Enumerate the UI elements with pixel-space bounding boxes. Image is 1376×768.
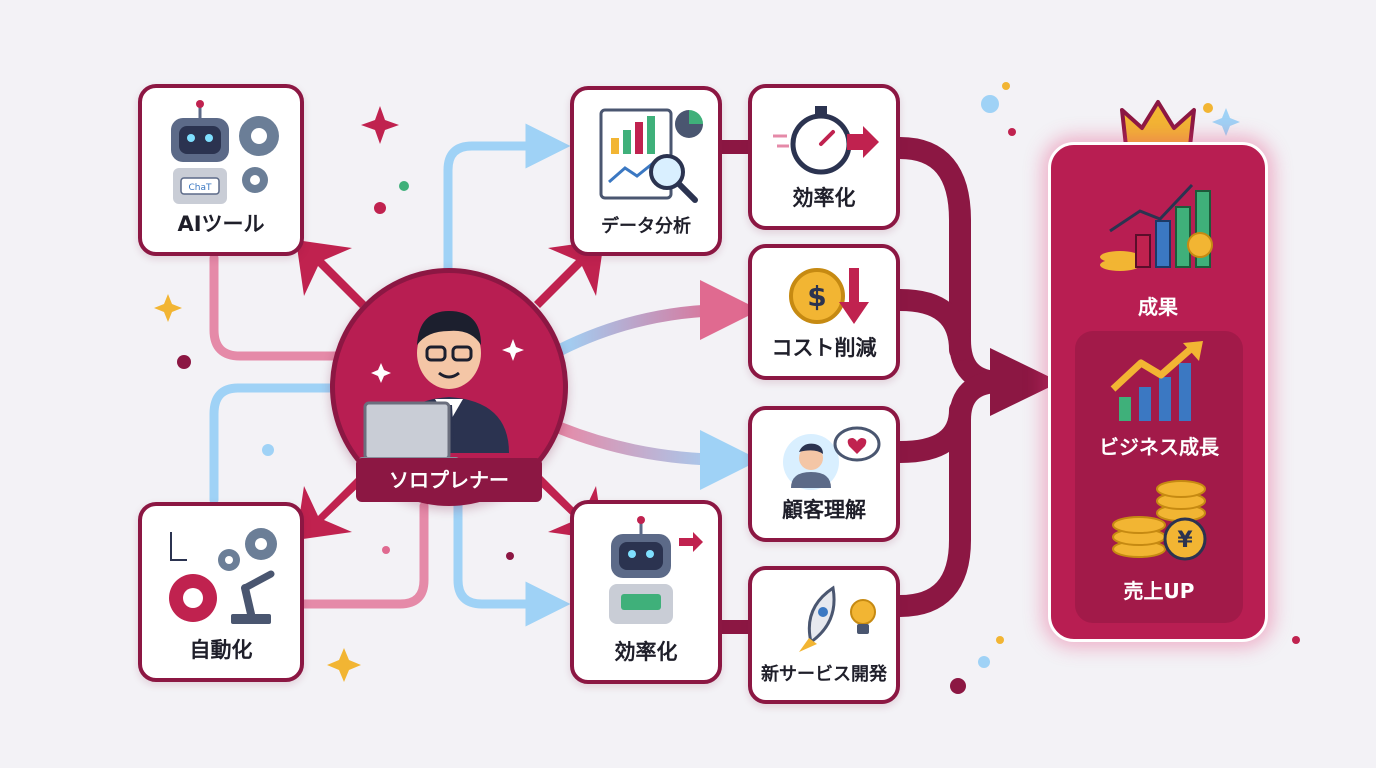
results-panel: 成果 ビジネス成長 ¥ 売上UP: [1048, 142, 1268, 642]
merge-lines: [889, 137, 1011, 617]
svg-text:$: $: [807, 280, 826, 313]
card-cost-reduction: $ コスト削減: [748, 244, 900, 380]
rocket-bulb-icon: [799, 585, 876, 652]
link-hub-cost: [554, 280, 760, 356]
merge-arrow: [990, 348, 1060, 416]
label-automation: 自動化: [189, 638, 253, 662]
link-ai-hub: [209, 253, 345, 361]
link-hub-data: [443, 123, 571, 335]
card-efficiency-stopwatch: 効率化: [748, 84, 900, 230]
card-customer-understanding: 顧客理解: [748, 406, 900, 542]
person-heart-icon: [783, 426, 881, 490]
robot-gear-icon: ChaT: [171, 100, 279, 204]
svg-text:¥: ¥: [1177, 528, 1193, 553]
label-data-analysis: データ分析: [601, 216, 691, 237]
label-cost-reduction: コスト削減: [771, 336, 877, 360]
label-efficiency-stopwatch: 効率化: [792, 186, 856, 210]
bar-chart-coins-icon: [1100, 183, 1213, 271]
card-automation: 自動化: [138, 502, 304, 682]
gear-robot-arm-icon: [169, 528, 277, 624]
results-inner: ビジネス成長 ¥ 売上UP: [1075, 331, 1243, 623]
robot-icon: [609, 516, 703, 624]
decorations: [154, 82, 1300, 694]
results-growth: ビジネス成長: [1099, 435, 1219, 459]
link-hub-customer: [554, 422, 760, 490]
results-sales: 売上UP: [1123, 579, 1195, 603]
hub-label: ソロプレナー: [389, 468, 509, 492]
link-automation-right: [295, 501, 429, 609]
link-hub-automation: [209, 383, 345, 505]
robot-badge: ChaT: [188, 183, 212, 193]
card-ai-tool: ChaT AIツール: [138, 84, 304, 256]
link-hub-efficiency: [453, 495, 571, 627]
card-new-service: 新サービス開発: [748, 566, 900, 704]
label-efficiency-robot: 効率化: [614, 640, 678, 664]
yen-coins-icon: ¥: [1112, 480, 1207, 561]
chart-magnifier-icon: [599, 108, 703, 203]
card-data-analysis: データ分析: [570, 86, 722, 256]
stopwatch-icon: [773, 106, 879, 175]
label-ai-tool: AIツール: [177, 212, 265, 236]
label-customer-understanding: 顧客理解: [782, 498, 866, 522]
hub-ribbon: [356, 458, 542, 502]
growth-chart-icon: [1110, 341, 1203, 421]
coin-down-icon: $: [789, 268, 869, 324]
person-laptop-icon: [359, 311, 524, 465]
card-efficiency-robot: 効率化: [570, 500, 722, 684]
results-title: 成果: [1138, 295, 1178, 319]
label-new-service: 新サービス開発: [761, 664, 887, 685]
